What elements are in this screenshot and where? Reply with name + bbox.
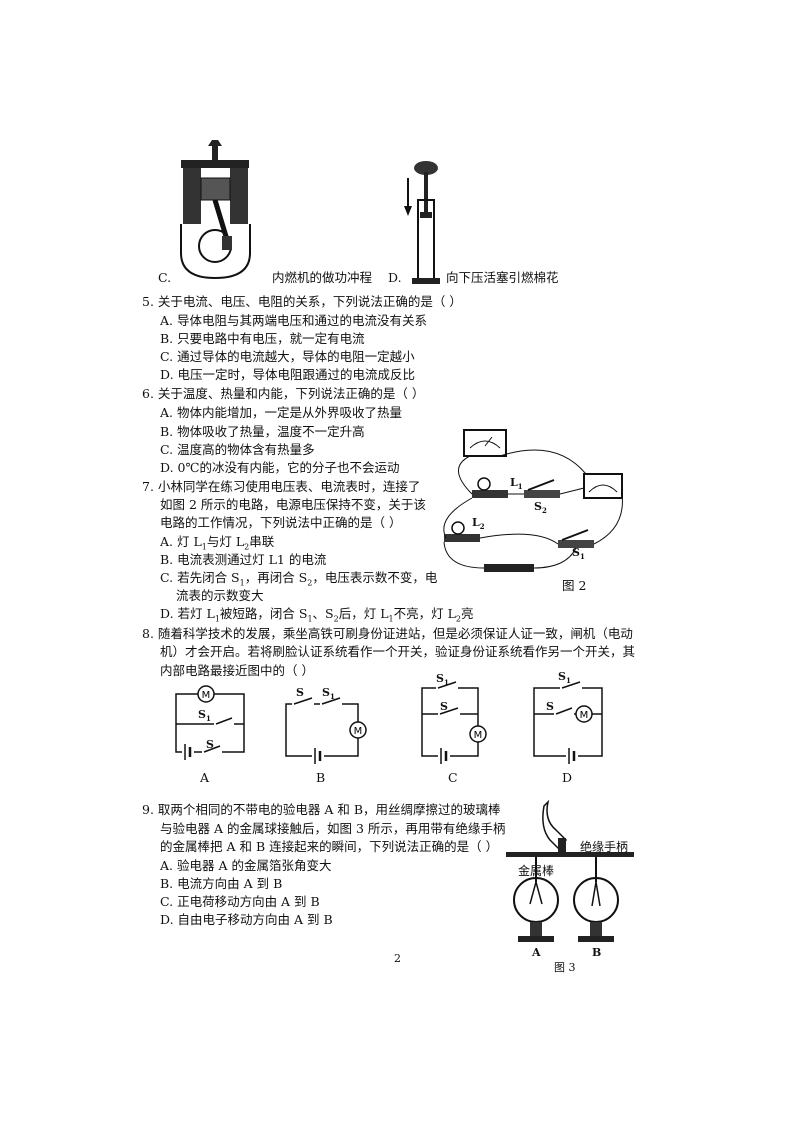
fig2-label-l2: L2: [472, 516, 485, 532]
q7-option-b: B. 电流表测通过灯 L1 的电流: [160, 552, 327, 567]
circuit-a-s-label: S: [206, 738, 214, 751]
circuit-b-s1-label: S1: [322, 686, 335, 702]
fig2-label-l1: L1: [510, 476, 523, 492]
svg-text:M: M: [580, 710, 589, 721]
fig3-handle-label: 绝缘手柄: [580, 840, 629, 854]
page-number: 2: [394, 952, 401, 965]
q7-stem-line3: 电路的工作情况，下列说法中正确的是（ ）: [160, 515, 402, 530]
q9-option-c: C. 正电荷移动方向由 A 到 B: [160, 894, 320, 909]
q9-option-b: B. 电流方向由 A 到 B: [160, 876, 283, 891]
q9-option-a: A. 验电器 A 的金属箔张角变大: [160, 858, 332, 873]
engine-figure: [180, 140, 251, 280]
q9-stem-line3: 的金属棒把 A 和 B 连接起来的瞬间，下列说法正确的是（ ）: [160, 839, 499, 854]
circuit-d-s-label: S: [546, 700, 554, 713]
fig2-label-s1: S1: [572, 546, 585, 562]
q5-option-b: B. 只要电路中有电压，就一定有电流: [160, 331, 365, 346]
circuit-c-option: C: [448, 770, 458, 785]
circuit-b: M: [285, 697, 367, 764]
circuit-a-option: A: [200, 770, 210, 785]
fig3-label-a: A: [532, 946, 541, 959]
q7-stem-line1: 7. 小林同学在练习使用电压表、电流表时，连接了: [142, 479, 421, 494]
q6-option-b: B. 物体吸收了热量，温度不一定升高: [160, 424, 365, 439]
circuit-b-option: B: [316, 770, 326, 785]
fig3-label-b: B: [592, 946, 602, 959]
q4-option-c-letter: C.: [158, 270, 172, 285]
svg-text:M: M: [354, 726, 363, 737]
q4-option-d-text: 向下压活塞引燃棉花: [446, 270, 559, 285]
circuit-d-s1-label: S1: [558, 670, 571, 686]
circuit-d-option: D: [562, 770, 573, 785]
q7-option-a: A. 灯 L1与灯 L2串联: [160, 534, 275, 552]
circuit-a: M: [175, 685, 245, 760]
figure-3-electroscopes: [506, 799, 634, 942]
figure-2-circuit: [443, 429, 623, 572]
q6-option-d: D. 0℃的冰没有内能，它的分子也不会运动: [160, 460, 400, 475]
q7-option-c-line1: C. 若先闭合 S1，再闭合 S2，电压表示数不变，电: [160, 570, 438, 588]
q6-option-c: C. 温度高的物体含有热量多: [160, 442, 315, 457]
q7-option-c-line2: 流表的示数变大: [176, 588, 264, 603]
q7-stem-line2: 如图 2 所示的电路，电源电压保持不变，关于该: [160, 497, 426, 512]
circuit-b-s-label: S: [296, 686, 304, 699]
q5-option-a: A. 导体电阻与其两端电压和通过的电流没有关系: [160, 313, 427, 328]
q8-stem-line2: 机）才会开启。若将刷脸认证系统看作一个开关，验证身份证系统看作另一个开关，其: [160, 644, 636, 659]
q9-stem-line1: 9. 取两个相同的不带电的验电器 A 和 B，用丝绸摩擦过的玻璃棒: [142, 802, 501, 817]
q5-option-d: D. 电压一定时，导体电阻跟通过的电流成反比: [160, 367, 416, 382]
q6-option-a: A. 物体内能增加，一定是从外界吸收了热量: [160, 405, 402, 420]
figure-3-caption: 图 3: [554, 961, 576, 974]
q8-stem-line3: 内部电路最接近图中的（ ）: [160, 663, 314, 678]
piston-figure: [404, 161, 440, 284]
q4-option-c-text: 内燃机的做功冲程: [272, 270, 373, 285]
circuit-c: M: [421, 681, 487, 764]
q4-option-d-letter: D.: [388, 270, 402, 285]
q5-option-c: C. 通过导体的电流越大，导体的电阻一定越小: [160, 349, 415, 364]
q7-option-d: D. 若灯 L1被短路，闭合 S1、S2后，灯 L1不亮，灯 L2亮: [160, 606, 474, 624]
svg-text:M: M: [474, 730, 483, 741]
q5-stem: 5. 关于电流、电压、电阻的关系，下列说法正确的是（ ）: [142, 294, 462, 309]
svg-text:M: M: [202, 690, 211, 701]
circuit-c-s1-label: S1: [436, 672, 449, 688]
q6-stem: 6. 关于温度、热量和内能，下列说法正确的是（ ）: [142, 386, 425, 401]
q8-stem-line1: 8. 随着科学技术的发展，乘坐高铁可刷身份证进站，但是必须保证人证一致，闸机（电…: [142, 626, 633, 641]
circuit-d: M: [533, 681, 603, 764]
figure-2-caption: 图 2: [562, 578, 587, 593]
fig3-rod-label: 金属棒: [518, 864, 555, 878]
q9-stem-line2: 与验电器 A 的金属球接触后，如图 3 所示，再用带有绝缘手柄: [160, 821, 506, 836]
q9-option-d: D. 自由电子移动方向由 A 到 B: [160, 912, 333, 927]
circuit-c-s-label: S: [440, 700, 448, 713]
circuit-a-s1-label: S1: [198, 708, 211, 724]
fig2-label-s2: S2: [534, 500, 547, 516]
